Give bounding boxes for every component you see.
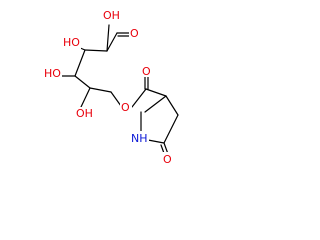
structure-canvas: O OH HO HO OH O O NH O: [44, 9, 179, 166]
bond-c-ring-c2: [145, 88, 167, 97]
atom-ho-c4: HO: [44, 67, 61, 80]
bond-ring-c3-c4: [163, 114, 179, 144]
molecule-drawing: O OH HO HO OH O O NH O: [44, 9, 179, 166]
atom-oh-c2: OH: [103, 9, 120, 22]
bond-c6-o-ester: [110, 91, 122, 107]
atom-o-lactam: O: [163, 153, 172, 166]
bond-c4-c5: [74, 75, 91, 89]
bond-c5-c6: [89, 87, 112, 93]
bond-c3-c4: [74, 49, 86, 77]
bond-c1-c2: [106, 32, 118, 52]
bond-ring-n-c2: [144, 95, 167, 113]
bond-o-ester-c: [131, 88, 147, 108]
bond-c2-oh: [106, 24, 110, 52]
atom-labels: O OH HO HO OH O O NH O: [44, 9, 174, 166]
bond-ring-c4-c5: [147, 139, 165, 144]
atom-o-carbonyl: O: [142, 65, 151, 78]
atom-o-ester: O: [121, 101, 130, 114]
bond-c5-oh: [80, 87, 91, 108]
bond-c2-c3: [84, 49, 108, 52]
atom-ho-c3: HO: [63, 36, 80, 49]
atom-oh-c5: OH: [76, 107, 93, 120]
bond-ring-c2-c3: [165, 95, 179, 116]
atom-o-aldehyde: O: [130, 27, 139, 40]
atom-nh-ring: NH: [131, 132, 148, 145]
